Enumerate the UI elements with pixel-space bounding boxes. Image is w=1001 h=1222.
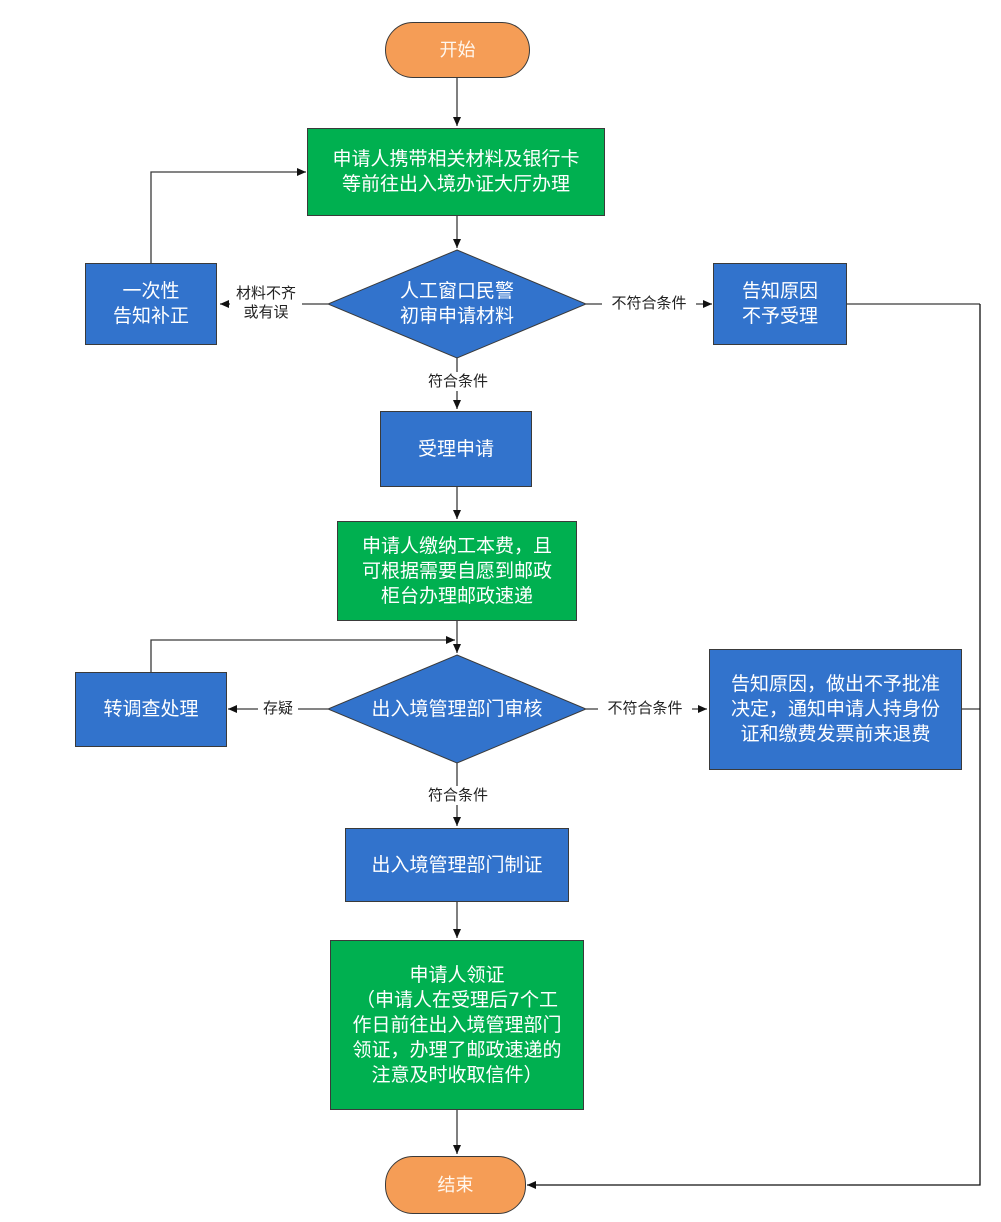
decision-dept-review-shape — [326, 654, 588, 764]
process-reject-not-accepted: 告知原因 不予受理 — [713, 263, 847, 345]
edge-right-rail-to-end — [527, 304, 981, 1189]
edge-label-qualified-2: 符合条件 — [418, 786, 498, 805]
end-terminal: 结束 — [385, 1156, 526, 1214]
decision-initial-review-label: 人工窗口民警 初审申请材料 — [399, 280, 514, 327]
decision-initial-review-shape — [326, 249, 588, 359]
process-go-to-hall: 申请人携带相关材料及银行卡 等前往出入境办证大厅办理 — [307, 128, 605, 216]
edge-correction-to-hall — [150, 168, 306, 263]
process-notify-correction: 一次性 告知补正 — [85, 263, 217, 345]
process-collect-certificate: 申请人领证 （申请人在受理后7个工 作日前往出入境管理部门 领证，办理了邮政速递… — [330, 940, 584, 1110]
edge-label-not-qualified-1: 不符合条件 — [602, 294, 696, 313]
process-investigate: 转调查处理 — [75, 672, 227, 747]
process-pay-fee: 申请人缴纳工本费，且 可根据需要自愿到邮政 柜台办理邮政速递 — [337, 521, 577, 621]
process-accept-application: 受理申请 — [380, 411, 532, 487]
decision-dept-review-label: 出入境管理部门审核 — [371, 697, 543, 720]
process-make-certificate: 出入境管理部门制证 — [345, 828, 569, 902]
edge-investigate-to-dept-review — [150, 636, 455, 672]
start-terminal: 开始 — [385, 22, 530, 78]
edge-label-incomplete-materials: 材料不齐 或有误 — [230, 284, 302, 322]
edge-label-doubtful: 存疑 — [258, 699, 298, 718]
process-reject-refund: 告知原因，做出不予批准 决定，通知申请人持身份 证和缴费发票前来退费 — [709, 649, 962, 770]
edge-label-not-qualified-2: 不符合条件 — [598, 699, 692, 718]
edge-label-qualified-1: 符合条件 — [418, 372, 498, 391]
